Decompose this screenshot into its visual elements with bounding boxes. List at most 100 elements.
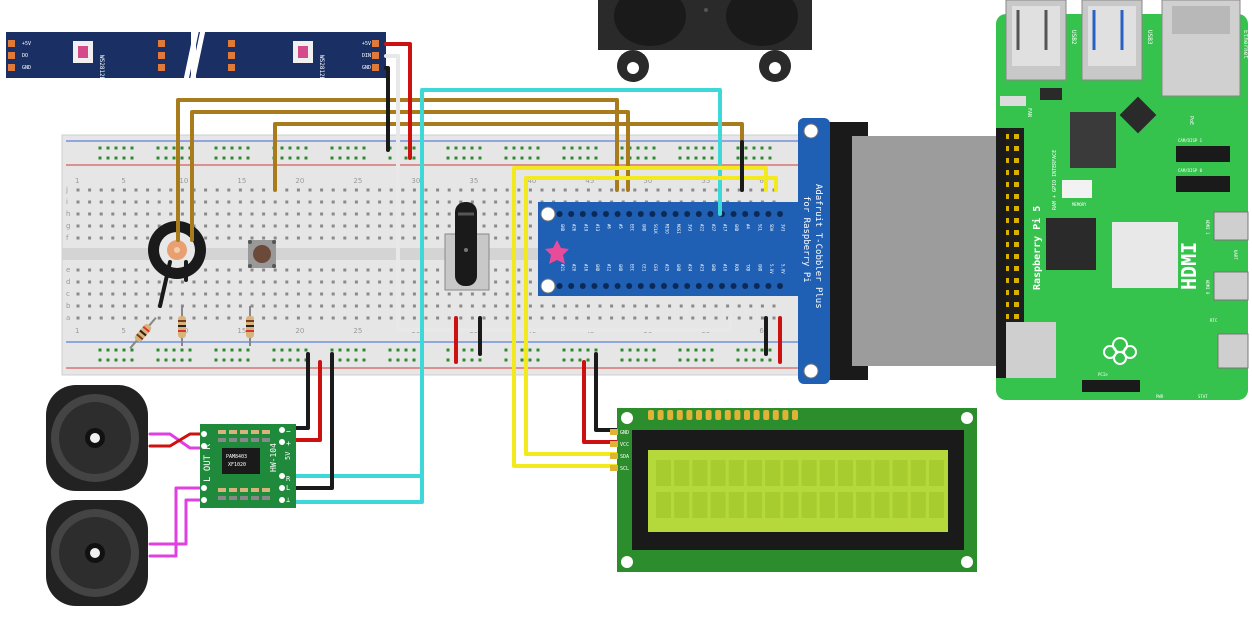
bb-hole [494, 268, 498, 272]
bb-hole [354, 280, 358, 284]
bb-hole [157, 224, 161, 228]
bb-hole [668, 304, 672, 308]
bb-hole [528, 212, 532, 216]
bb-hole [157, 316, 161, 320]
lcd-char-cell [656, 460, 671, 486]
cobbler-pin-label: GND [757, 264, 762, 272]
rail-hole [180, 146, 184, 150]
rail-hole [180, 358, 184, 362]
rail-hole [330, 146, 334, 150]
rail-hole [222, 348, 226, 352]
bb-hole [227, 188, 231, 192]
wire-white [384, 54, 732, 332]
bb-hole [285, 292, 289, 296]
cobbler-pin [661, 211, 667, 217]
cobbler-pin [603, 211, 609, 217]
bb-hole [296, 304, 300, 308]
gpio-pin [1004, 170, 1009, 175]
amp-pad [201, 443, 207, 449]
bb-col-label: 35 [469, 177, 478, 185]
bb-hole [366, 224, 370, 228]
bb-hole [180, 280, 184, 284]
bb-hole [633, 316, 637, 320]
bb-hole [192, 280, 196, 284]
bb-hole [169, 280, 173, 284]
bb-hole [436, 292, 440, 296]
bb-hole [505, 304, 509, 308]
lcd-char-cell [692, 460, 708, 486]
bb-row-label: i [66, 198, 68, 206]
lcd-header-pin [734, 410, 741, 420]
cobbler-pin-label: #13 [595, 224, 600, 232]
bb-hole [238, 316, 242, 320]
bb-hole [679, 316, 683, 320]
bb-hole [679, 188, 683, 192]
rail-hole [760, 358, 764, 362]
hdmi-logo: HDMI [1177, 242, 1201, 290]
bb-hole [273, 280, 277, 284]
bb-hole [354, 212, 358, 216]
bb-hole [354, 316, 358, 320]
bb-hole [238, 200, 242, 204]
rail-hole [470, 156, 474, 160]
bb-hole [262, 236, 266, 240]
rail-hole [620, 358, 624, 362]
bb-hole [470, 200, 474, 204]
bb-hole [262, 188, 266, 192]
cobbler-pin-label: #5 [618, 224, 623, 229]
bb-hole [540, 316, 544, 320]
rail-hole [462, 146, 466, 150]
bb-col-label: 60 [759, 327, 768, 335]
cobbler-pin-label: #16 [583, 264, 588, 272]
bb-hole [238, 224, 242, 228]
pwr-label: PWR [1156, 394, 1164, 399]
amp-pad [201, 497, 207, 503]
bb-row-label: h [66, 210, 70, 218]
cobbler-pin [742, 211, 749, 217]
ribbon-cable [828, 122, 1006, 380]
bb-hole [621, 188, 625, 192]
bb-hole [215, 280, 219, 284]
rail-hole [686, 358, 690, 362]
gpio-pin [1004, 218, 1009, 223]
cobbler-pin-label: TXD [746, 264, 751, 272]
bb-hole [88, 212, 92, 216]
rail-hole [304, 146, 308, 150]
bb-hole [633, 188, 637, 192]
bb-hole [238, 268, 242, 272]
bb-hole [401, 236, 405, 240]
gpio-pin [1004, 314, 1009, 319]
bb-col-label: 5 [121, 177, 125, 185]
gpio-pin [1014, 302, 1019, 307]
bb-hole [238, 188, 242, 192]
bb-hole [540, 304, 544, 308]
led-pad-label: GND [22, 65, 31, 71]
rail-hole [736, 348, 740, 352]
lcd-char-cell [801, 460, 817, 486]
bb-col-label: 30 [411, 177, 420, 185]
bb-row-label: e [66, 266, 70, 274]
bb-hole [320, 304, 324, 308]
bb-hole [354, 304, 358, 308]
gpio-pin [1014, 290, 1019, 295]
bb-hole [633, 304, 637, 308]
rail-hole [330, 348, 334, 352]
bb-hole [714, 316, 718, 320]
smd-part [229, 496, 237, 500]
bb-hole [482, 224, 486, 228]
bb-hole [122, 188, 126, 192]
bb-hole [517, 212, 521, 216]
bb-hole [482, 212, 486, 216]
rail-hole [446, 348, 450, 352]
bb-hole [679, 304, 683, 308]
bb-hole [354, 292, 358, 296]
cobbler-pin-label: #25 [665, 264, 670, 272]
bb-hole [540, 188, 544, 192]
bb-hole [494, 280, 498, 284]
rail-hole [768, 156, 772, 160]
lcd-i2c-pin [610, 441, 618, 447]
cobbler-pin-label: CE0 [653, 264, 658, 272]
bb-hole [238, 292, 242, 296]
rail-hole [214, 146, 218, 150]
